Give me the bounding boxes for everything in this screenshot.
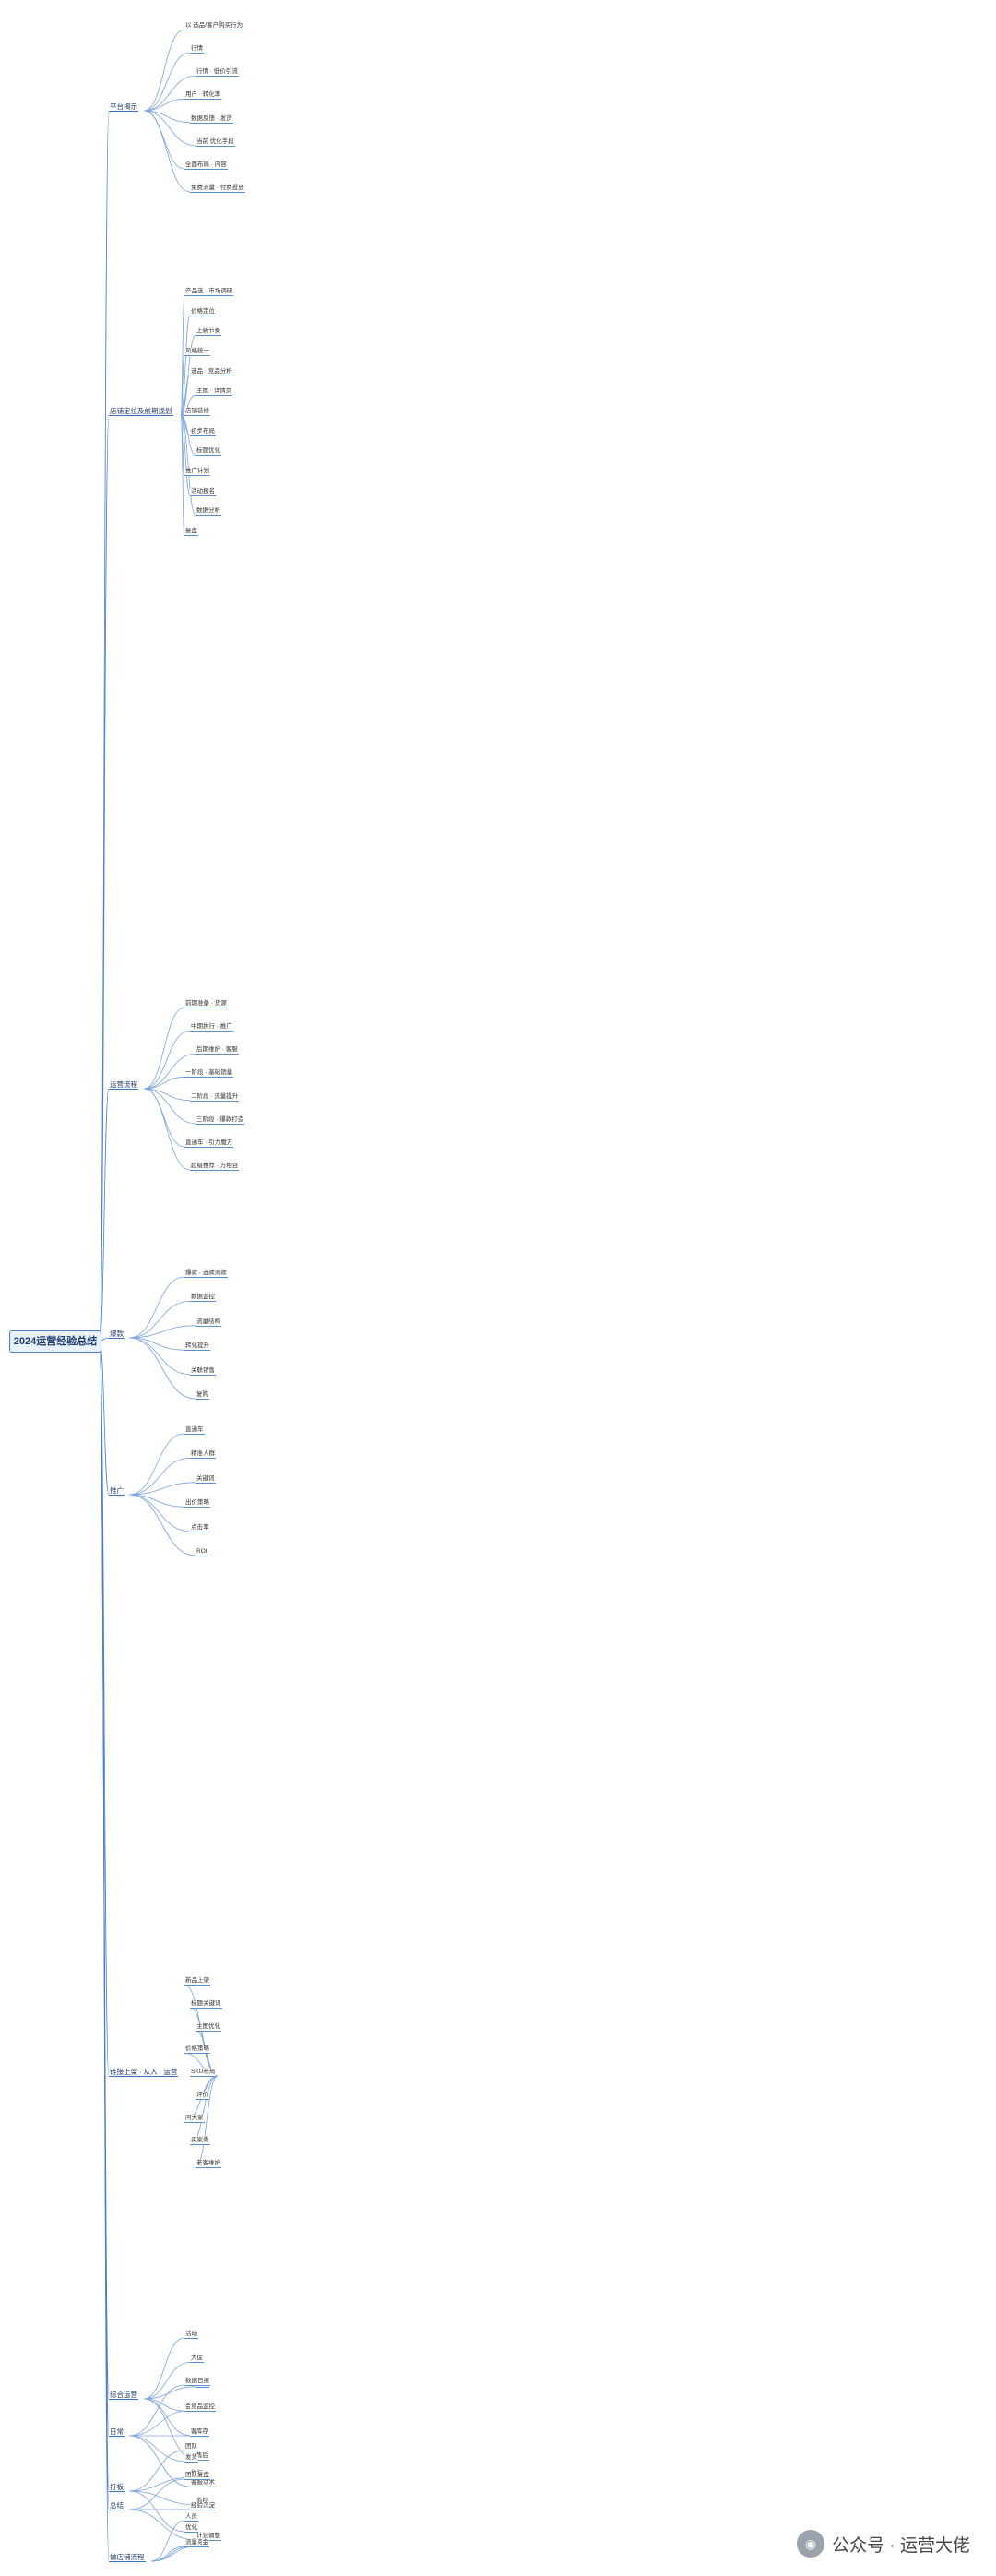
leaf-node[interactable]: 客服话术 (190, 2479, 216, 2487)
leaf-node[interactable]: 行情 (190, 45, 204, 54)
leaf-node[interactable]: 流量结构 (196, 1318, 221, 1327)
root-node[interactable]: 2024运营经验总结 (9, 1330, 101, 1353)
leaf-node[interactable]: 复盘 (184, 528, 198, 536)
leaf-node[interactable]: 后期维护 · 客服 (196, 1046, 239, 1055)
branch-node[interactable]: 链接上架 · 从入 · 运营 (109, 2068, 179, 2077)
wechat-icon: ◉ (797, 2530, 825, 2558)
leaf-node[interactable]: 二阶段 · 流量提升 (190, 1092, 240, 1102)
branch-node[interactable]: 总结 (109, 2501, 125, 2510)
leaf-node[interactable]: 前期准备 · 货源 (184, 1000, 228, 1008)
leaf-node[interactable]: 超级推荐 · 万相台 (190, 1163, 240, 1171)
branch-node[interactable]: 爆款 (109, 1330, 125, 1339)
leaf-node[interactable]: 优化 (184, 2524, 198, 2533)
leaf-node[interactable]: ROI (196, 1548, 208, 1556)
leaf-node[interactable]: 售后 (196, 2452, 209, 2461)
leaf-node[interactable]: 免费流量 · 付费投放 (190, 185, 245, 193)
branch-node[interactable]: 推广 (109, 1486, 125, 1496)
leaf-node[interactable]: 大促 (190, 2355, 204, 2364)
leaf-node[interactable]: 问大家 (184, 2114, 205, 2123)
leaf-node[interactable]: 价格定位 (190, 307, 216, 316)
branch-node[interactable]: 店铺定位及前期规划 (109, 407, 173, 416)
leaf-node[interactable]: 买家秀 (190, 2137, 210, 2146)
leaf-node[interactable]: 中期执行 · 推广 (190, 1023, 233, 1032)
watermark-text: 公众号 · 运营大佬 (832, 2535, 970, 2556)
leaf-node[interactable]: 团队复盘 (184, 2472, 210, 2480)
leaf-node[interactable]: SKU布局 (190, 2069, 217, 2077)
leaf-node[interactable]: 主图优化 (196, 2022, 221, 2032)
leaf-node[interactable]: 发货 (184, 2453, 198, 2463)
branch-node[interactable]: 综合运营 (109, 2391, 138, 2400)
leaf-node[interactable]: 团队 (184, 2443, 198, 2451)
leaf-node[interactable]: 标题优化 (196, 447, 221, 457)
leaf-node[interactable]: 当前 优化手段 (196, 137, 235, 147)
leaf-node[interactable]: 一阶段 · 基础销量 (184, 1069, 234, 1079)
leaf-node[interactable]: 上新节奏 (196, 328, 221, 337)
branch-node[interactable]: 做店铺流程 (109, 2553, 146, 2562)
leaf-node[interactable]: 人员 (184, 2513, 198, 2522)
branch-node[interactable]: 运营流程 (109, 1080, 138, 1090)
leaf-node[interactable]: 经验沉淀 (190, 2502, 216, 2510)
leaf-node[interactable]: 流量 (184, 2539, 198, 2547)
leaf-node[interactable]: 产品选 · 市场调研 (184, 288, 234, 296)
leaf-node[interactable]: 以 选品/客户购买行为 (184, 22, 244, 30)
leaf-node[interactable]: 复购 (196, 1391, 209, 1400)
leaf-node[interactable]: 库存 (196, 2428, 209, 2437)
leaf-node[interactable]: 转化提升 (184, 1342, 210, 1352)
leaf-node[interactable]: 活动报名 (190, 487, 216, 496)
leaf-node[interactable]: 关键词 (196, 1474, 216, 1484)
leaf-node[interactable]: 点击率 (190, 1523, 210, 1532)
branch-node[interactable]: 打板 (109, 2483, 125, 2492)
leaf-node[interactable]: 直通车 · 引力魔方 (184, 1139, 234, 1148)
leaf-node[interactable]: 全面布局 · 内容 (184, 161, 228, 170)
leaf-node[interactable]: 数据分析 (196, 507, 221, 517)
branch-node[interactable]: 日常 (109, 2427, 125, 2437)
leaf-node[interactable]: 活动 (184, 2331, 198, 2339)
leaf-node[interactable]: 竞品监控 (190, 2403, 216, 2412)
leaf-node[interactable]: 三阶段 · 爆款打造 (196, 1115, 245, 1125)
watermark: ◉ 公众号 · 运营大佬 (791, 2526, 976, 2561)
branch-node[interactable]: 平台揭示 (109, 102, 138, 112)
leaf-node[interactable]: 直通车 (184, 1426, 205, 1435)
leaf-node[interactable]: 评价 (196, 2091, 209, 2100)
leaf-node[interactable]: 选品 · 竞品分析 (190, 367, 233, 376)
leaf-node[interactable]: 关联销售 (190, 1366, 216, 1376)
leaf-node[interactable]: 主图 · 详情页 (196, 388, 233, 397)
leaf-node[interactable]: 数据日报 (184, 2378, 210, 2386)
leaf-node[interactable]: 精准人群 (190, 1450, 216, 1460)
leaf-node[interactable]: 老客维护 (196, 2160, 221, 2168)
leaf-node[interactable]: 出价策略 (184, 1499, 210, 1509)
leaf-node[interactable]: 初步布局 (190, 427, 216, 436)
leaf-node[interactable]: 风格统一 (184, 348, 210, 356)
leaf-node[interactable]: 行情 · 低价引流 (196, 68, 239, 78)
leaf-node[interactable]: 数据反馈 · 发货 (190, 114, 233, 124)
leaf-node[interactable]: 新品上架 (184, 1977, 210, 1986)
leaf-node[interactable]: 标题关键词 (190, 1999, 222, 2009)
leaf-node[interactable]: 数据监控 (190, 1294, 216, 1303)
leaf-node[interactable]: 推广计划 (184, 468, 210, 476)
leaf-node[interactable]: 资金 (196, 2539, 209, 2547)
leaf-node[interactable]: 爆款 · 选款测款 (184, 1270, 228, 1278)
leaf-node[interactable]: 价格策略 (184, 2045, 210, 2055)
leaf-node[interactable]: 店铺装修 (184, 408, 210, 416)
leaf-node[interactable]: 用户 · 转化率 (184, 91, 222, 101)
